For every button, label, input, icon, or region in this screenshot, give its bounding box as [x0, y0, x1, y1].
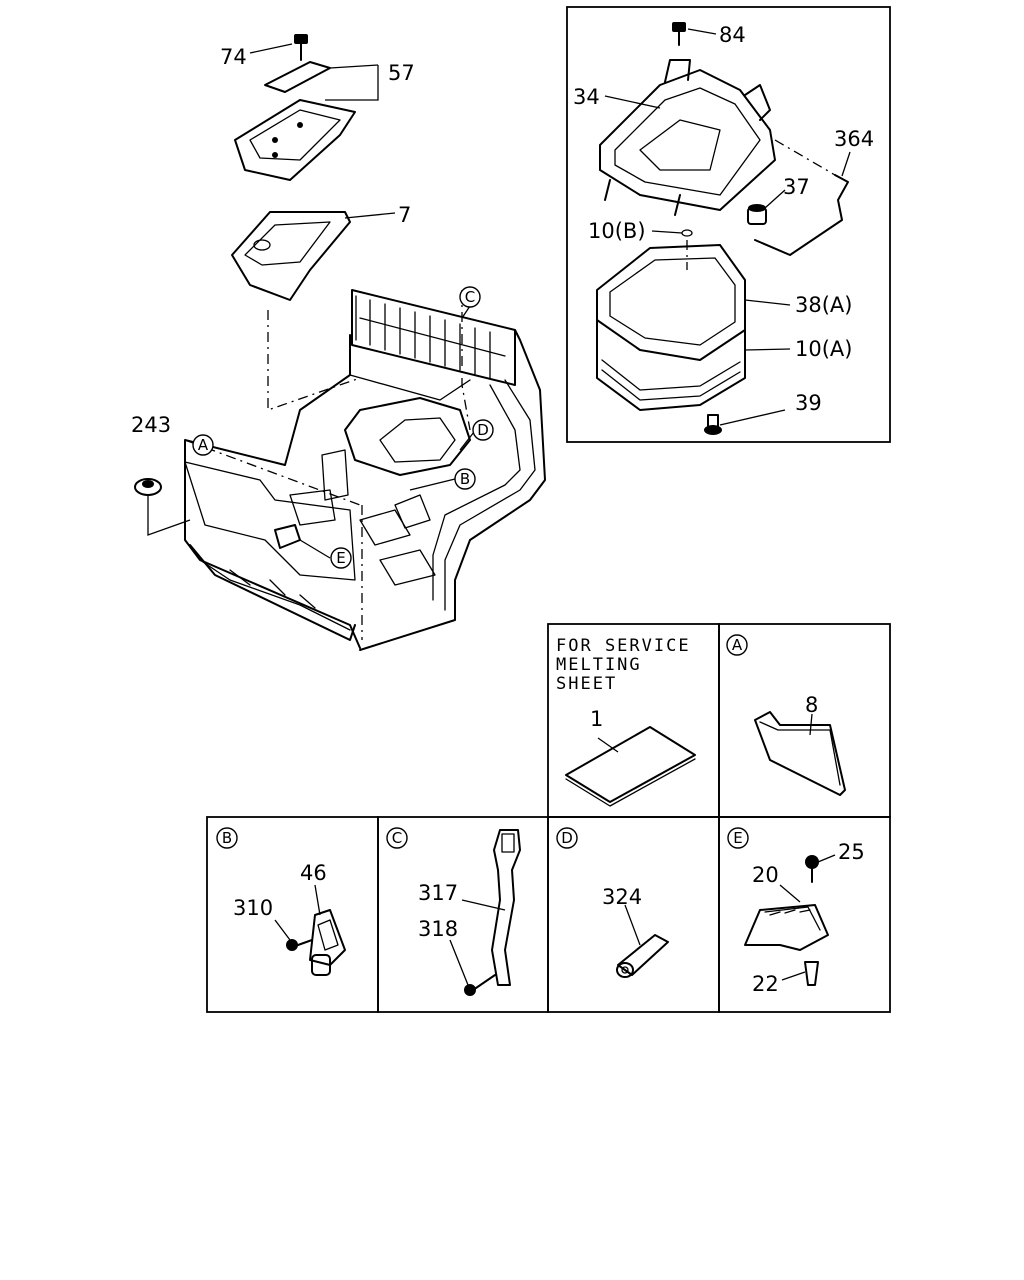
svg-text:C: C: [465, 288, 475, 306]
battery-tray-assembly: [596, 22, 849, 435]
reference-markers: C D B A E A B C D E: [192, 286, 749, 849]
ref-e-marker: E: [330, 547, 352, 569]
callout-38a: 38(A): [795, 293, 852, 317]
inset-b-marker: B: [216, 827, 238, 849]
panel-8-icon: [754, 711, 846, 796]
svg-text:D: D: [561, 829, 573, 847]
floor-assembly: [184, 289, 546, 651]
inset-e-marker: E: [727, 827, 749, 849]
svg-text:B: B: [460, 470, 470, 488]
bolt-74-icon: [294, 34, 308, 61]
clip-324-icon: [616, 934, 669, 978]
callout-1: 1: [590, 707, 603, 731]
callout-57: 57: [388, 61, 415, 85]
svg-text:A: A: [732, 636, 743, 654]
callout-10a: 10(A): [795, 337, 852, 361]
callout-25: 25: [838, 840, 865, 864]
inset-c-marker: C: [386, 827, 408, 849]
callout-22: 22: [752, 972, 779, 996]
cover-20-icon: [744, 855, 829, 986]
ref-b-marker: B: [454, 468, 476, 490]
clip-46-icon: [286, 909, 346, 976]
callout-37: 37: [783, 175, 810, 199]
ref-a-marker: A: [192, 434, 214, 456]
callout-10b: 10(B): [588, 219, 646, 243]
svg-text:B: B: [222, 829, 232, 847]
callout-8: 8: [805, 693, 818, 717]
callout-243: 243: [131, 413, 171, 437]
leader-lines: [249, 28, 851, 986]
ref-c-marker: C: [459, 286, 481, 308]
ref-d-marker: D: [472, 419, 494, 441]
svg-text:E: E: [733, 829, 742, 847]
callout-20: 20: [752, 863, 779, 887]
strap-317-icon: [464, 829, 521, 996]
callout-310: 310: [233, 896, 273, 920]
callout-labels: 74 57 7 243 84 34 364 37 10(B) 38(A) 10(…: [131, 23, 874, 996]
callout-324: 324: [602, 885, 642, 909]
svg-text:A: A: [198, 436, 209, 454]
callout-74: 74: [220, 45, 247, 69]
battery-tray-panel: [566, 6, 891, 443]
melting-sheet-icon: [565, 726, 696, 807]
callout-7: 7: [398, 203, 411, 227]
svg-text:C: C: [392, 829, 402, 847]
callout-84: 84: [719, 23, 746, 47]
service-note-line-3: SHEET: [556, 674, 617, 694]
bracket-7-icon: [231, 211, 351, 301]
service-note-line-1: FOR SERVICE: [556, 636, 691, 656]
svg-text:D: D: [477, 421, 489, 439]
svg-text:E: E: [336, 549, 345, 567]
service-note-line-2: MELTING: [556, 655, 642, 675]
bracket-57-icon: [234, 61, 356, 181]
callout-46: 46: [300, 861, 327, 885]
callout-34: 34: [573, 85, 600, 109]
inset-a-marker: A: [726, 634, 748, 656]
inset-grid: [206, 623, 891, 1013]
callout-364: 364: [834, 127, 874, 151]
service-note: FOR SERVICE MELTING SHEET: [556, 636, 691, 694]
grommet-243-icon: [134, 478, 191, 536]
inset-d-marker: D: [556, 827, 578, 849]
callout-317: 317: [418, 881, 458, 905]
callout-318: 318: [418, 917, 458, 941]
callout-39: 39: [795, 391, 822, 415]
